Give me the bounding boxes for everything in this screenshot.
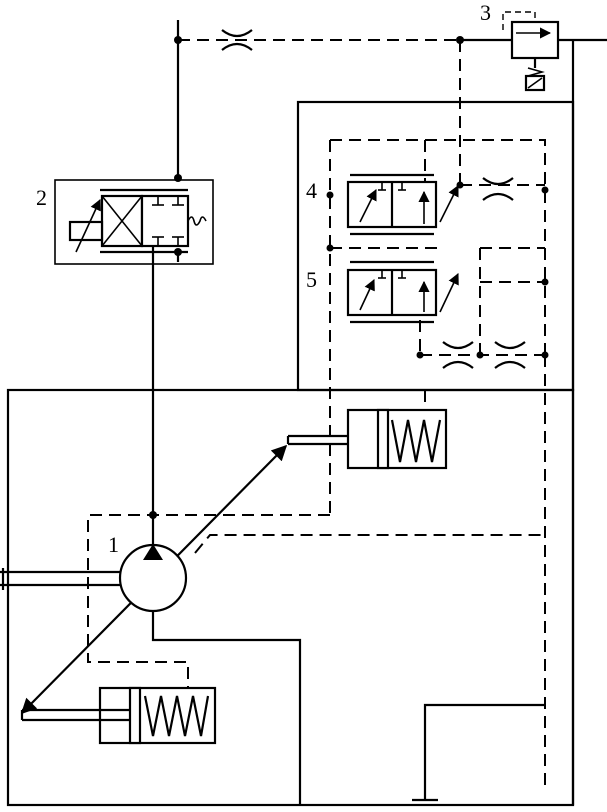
valve-4 <box>346 173 459 236</box>
top-throttle-icon <box>221 29 253 51</box>
pressure-valve-3 <box>502 11 560 92</box>
drain-tank <box>412 703 545 802</box>
label-pump: 1 <box>108 532 119 557</box>
variable-pump-1 <box>0 511 302 805</box>
pump-pilot-lines <box>87 514 545 692</box>
valve-5 <box>346 260 459 324</box>
top-supply-line <box>174 20 607 178</box>
label-pressure-valve: 3 <box>480 0 491 25</box>
lower-actuator-cylinder <box>20 686 217 745</box>
upper-actuator-cylinder <box>286 390 448 470</box>
label-valve-5: 5 <box>306 267 317 292</box>
valve-4-throttle-icon <box>482 177 514 201</box>
label-control-valve: 2 <box>36 185 47 210</box>
main-housing-outline <box>6 388 575 807</box>
label-valve-4: 4 <box>306 178 317 203</box>
control-valve-2 <box>54 174 214 265</box>
valve-block-outline <box>296 100 575 392</box>
valve-5-throttle-pair-icon <box>442 341 526 369</box>
valve-block-pilot-lines <box>326 139 549 785</box>
